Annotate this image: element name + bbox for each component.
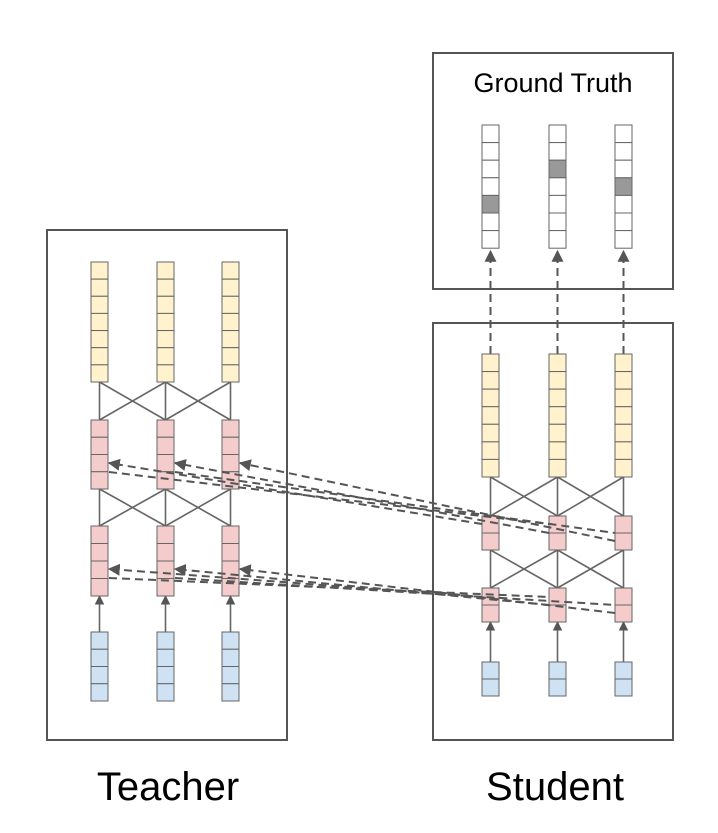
teacher-connections-h2-out	[98, 381, 232, 421]
teacher-hidden1-vector-1	[90, 525, 109, 597]
ground-truth-box	[432, 52, 674, 290]
target-vector-2	[548, 124, 567, 249]
teacher-output-vector-2	[156, 261, 175, 383]
target-vector-1	[481, 124, 500, 249]
teacher-network	[90, 261, 240, 702]
student-label: Student	[486, 765, 624, 809]
student-input-vector-3	[614, 661, 633, 697]
teacher-box	[46, 229, 288, 741]
student-hidden1-vector-1	[481, 587, 500, 623]
student-hidden2-vector-3	[614, 515, 633, 551]
student-connections-h1-h2	[489, 549, 625, 589]
ground-truth-vectors	[481, 124, 633, 249]
teacher-hidden2-vector-3	[221, 419, 240, 490]
student-input-layer	[481, 661, 633, 697]
teacher-label: Teacher	[97, 765, 239, 809]
student-output-vector-2	[548, 353, 567, 478]
teacher-output-vector-1	[90, 261, 109, 383]
target-active-cell	[614, 177, 633, 196]
student-input-vector-2	[548, 661, 567, 697]
student-output-vector-1	[481, 353, 500, 478]
teacher-input-vector-1	[90, 631, 109, 702]
target-active-cell	[481, 194, 500, 214]
student-network	[481, 353, 633, 697]
student-hidden2-vector-2	[548, 515, 567, 551]
student-output-layer	[481, 353, 633, 478]
teacher-hidden-layer-1	[90, 525, 240, 597]
teacher-output-layer	[90, 261, 240, 383]
teacher-input-layer	[90, 631, 240, 702]
teacher-connections-h1-h2	[98, 488, 232, 527]
teacher-hidden2-vector-1	[90, 419, 109, 490]
distillation-arrows	[107, 458, 616, 614]
target-vector-3	[614, 124, 633, 249]
student-input-vector-1	[481, 661, 500, 697]
teacher-hidden1-vector-2	[156, 525, 175, 597]
teacher-input-vector-3	[221, 631, 240, 702]
student-hidden2-vector-1	[481, 515, 500, 551]
student-connections-h2-out	[489, 476, 625, 517]
student-to-ground-truth-arrows	[484, 249, 630, 354]
student-hidden-layer-2	[481, 515, 633, 551]
student-hidden1-vector-3	[614, 587, 633, 623]
target-active-cell	[548, 159, 567, 179]
student-box	[432, 322, 674, 741]
teacher-input-vector-2	[156, 631, 175, 702]
student-hidden1-vector-2	[548, 587, 567, 623]
student-output-vector-3	[614, 353, 633, 478]
teacher-output-vector-3	[221, 261, 240, 383]
ground-truth-label: Ground Truth	[473, 68, 632, 98]
teacher-hidden1-vector-3	[221, 525, 240, 597]
teacher-hidden2-vector-2	[156, 419, 175, 490]
